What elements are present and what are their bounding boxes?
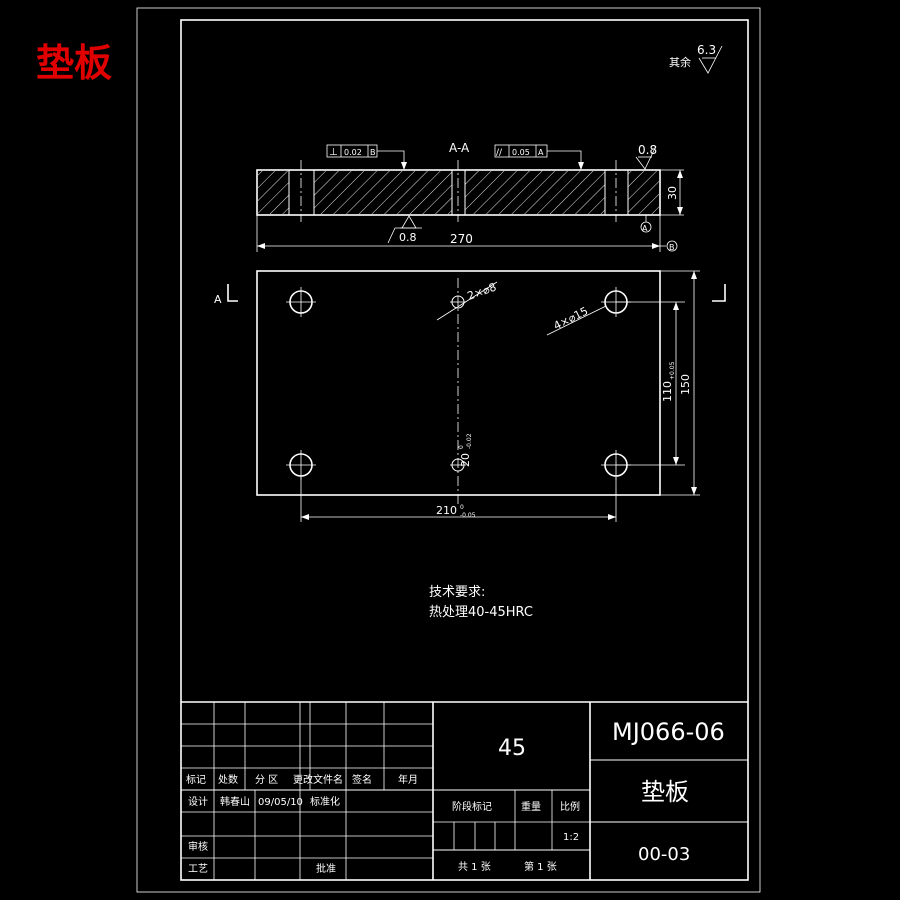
outer-sheet-border [136,7,761,893]
part-name: 垫板 [641,778,689,806]
dim-length: 270 B [256,215,678,252]
section-view: A-A ⊥ 0.02 B [256,141,684,252]
datum-b-label: B [669,243,675,252]
roughness-bottom: 0.8 [387,215,422,244]
datum-a-label: A [642,224,648,233]
small-hole-bottom [450,458,466,472]
tolerance-right-datum: A [538,148,544,157]
dim-hole-horizontal: 210 0 -0.05 [300,476,617,522]
datum-a-marker: A [640,215,652,233]
header-signature: 签名 [352,773,372,786]
tolerance-left-value: 0.02 [344,148,362,157]
review-label: 审核 [188,840,208,853]
dim-hole-horizontal-tol-upper: 0 [460,504,464,511]
tolerance-right-value: 0.05 [512,148,530,157]
plan-view: 2×⌀8 4×⌀15 A 110 +0.05 [214,270,726,522]
scale-value: 1:2 [563,832,579,843]
dim-small-hole-value: 20 [459,453,472,467]
hatch-left-mid [314,171,452,214]
corner-title: 垫板 [36,40,112,85]
tech-requirements-title: 技术要求: [429,585,485,600]
header-count: 处数 [218,773,238,786]
roughness-other-symbol: 其余 6.3 [669,43,723,74]
header-change-doc: 更改文件名 [293,773,343,786]
section-mark-left: A [214,284,238,306]
dim-small-hole-tol-lower: -0.02 [466,433,473,449]
section-mark-left-label: A [214,293,222,306]
dim-hole-horizontal-value: 210 [436,504,457,517]
section-mark-right [712,284,726,302]
dim-small-hole: 20 0 -0.02 [458,433,473,467]
revision-grid [181,702,433,880]
roughness-other-value: 6.3 [697,43,716,57]
dim-hole-horizontal-tol-lower: -0.05 [460,512,476,519]
dim-small-hole-tol-upper: 0 [458,445,465,449]
dim-hole-vertical-tol: +0.05 [669,361,676,380]
dim-hole-vertical: 110 +0.05 [616,301,685,466]
sheets-total: 共 1 张 [458,861,491,873]
approve-label: 批准 [316,862,336,875]
material-value: 45 [498,736,526,761]
dim-width: 150 [660,270,700,496]
tech-requirements-line1: 热处理40-45HRC [429,605,533,620]
tolerance-left-datum: B [370,148,376,157]
header-zone: 分 区 [255,774,278,786]
hatch-right-mid [465,171,605,214]
dim-width-value: 150 [679,374,692,395]
stage-label: 阶段标记 [452,800,492,813]
design-label: 设计 [188,795,208,808]
tolerance-right-symbol: // [496,148,503,158]
large-hole-bottom-left [286,450,316,480]
dim-thickness: 30 [660,169,684,216]
drawing-number: MJ066-06 [612,718,725,746]
weight-label: 重量 [521,800,541,813]
process-label: 工艺 [188,863,208,875]
designer-name: 韩春山 [220,795,250,808]
title-block: 标记 处数 分 区 更改文件名 签名 年月 设计 韩春山 09/05/10 标准… [181,701,748,880]
inner-drawing-frame [180,19,749,881]
dim-hole-vertical-value: 110 [661,381,674,402]
callout-large-holes: 4×⌀15 [546,304,607,336]
roughness-bottom-value: 0.8 [399,231,417,244]
small-hole-top [450,295,466,309]
callout-small-holes: 2×⌀8 [436,280,498,321]
sheet-code: 00-03 [638,844,690,865]
header-mark: 标记 [186,774,206,786]
tolerance-frame-right: // 0.05 A [494,144,584,170]
design-date: 09/05/10 [258,797,303,808]
roughness-other-label: 其余 [669,55,691,69]
roughness-check-icon [698,45,723,74]
section-label: A-A [449,141,470,155]
sheet-current: 第 1 张 [524,860,557,873]
hatch-right-end [628,171,659,214]
tolerance-frame-left: ⊥ 0.02 B [326,144,407,170]
callout-small-holes-text: 2×⌀8 [466,280,498,302]
dim-length-value: 270 [450,232,473,246]
large-hole-top-left [286,287,316,317]
callout-large-holes-text: 4×⌀15 [551,304,590,332]
dim-thickness-value: 30 [666,186,679,200]
plate-outline [256,270,661,496]
header-date: 年月 [398,773,418,786]
standardize-label: 标准化 [310,795,340,808]
tech-requirements: 技术要求: 热处理40-45HRC [429,585,533,620]
scale-label: 比例 [560,800,580,813]
roughness-top: 0.8 [635,143,657,170]
tolerance-left-symbol: ⊥ [329,147,338,158]
section-outline [256,169,661,216]
hatch-left-end [258,171,289,214]
